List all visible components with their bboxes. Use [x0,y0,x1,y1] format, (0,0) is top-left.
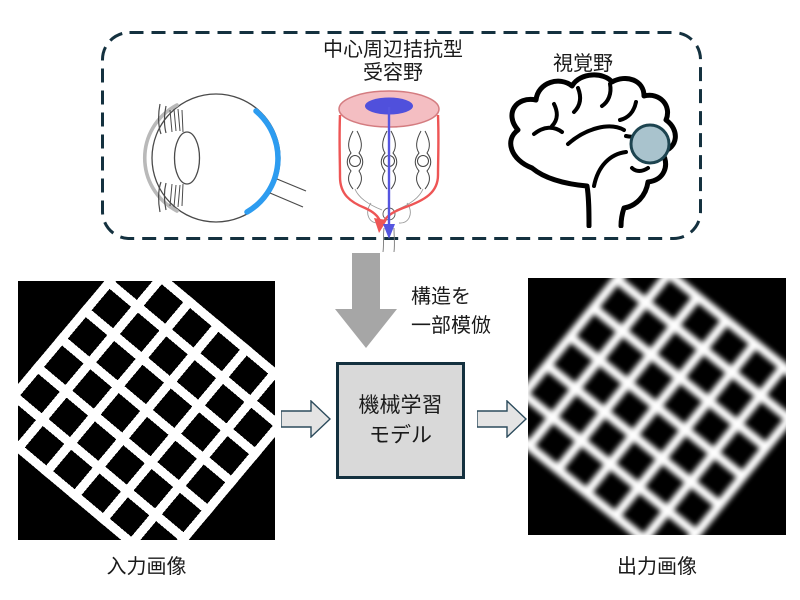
biology-panel-border [101,31,702,240]
eye-illustration [143,93,307,223]
brain-outline [508,72,678,228]
excite-arrowhead-icon [383,224,395,239]
output-image-label: 出力画像 [617,556,697,578]
inhibit-path-left [338,114,382,222]
model-box: 機械学習 モデル [336,362,465,479]
output-grid-pattern [528,278,786,535]
retina-arc [244,108,281,215]
down-arrow-icon [335,253,397,348]
lens-shape [173,131,201,185]
imitation-note: 構造を 一部模倣 [411,286,491,337]
optic-nerve-lines [269,178,307,208]
inhibit-arrowhead-icon [374,218,387,233]
input-grid-pattern [18,281,275,540]
center-ellipse [365,97,413,115]
cornea-arc [143,103,179,213]
receptive-field-illustration [338,90,440,253]
input-image-label: 入力画像 [106,556,187,578]
receptive-field-label: 中心周辺拮抗型 受容野 [323,39,463,84]
output-image [528,278,786,535]
flow-arrow-left-icon [281,400,331,438]
visual-cortex-spot [629,123,671,165]
model-box-label: 機械学習 モデル [358,393,443,447]
flow-arrow-right-icon [477,400,527,438]
inhibit-path-right [382,114,440,223]
brain-illustration [508,72,678,228]
visual-cortex-label: 視覚野 [553,53,613,75]
brain-sulci [532,82,650,188]
input-image [18,281,275,540]
